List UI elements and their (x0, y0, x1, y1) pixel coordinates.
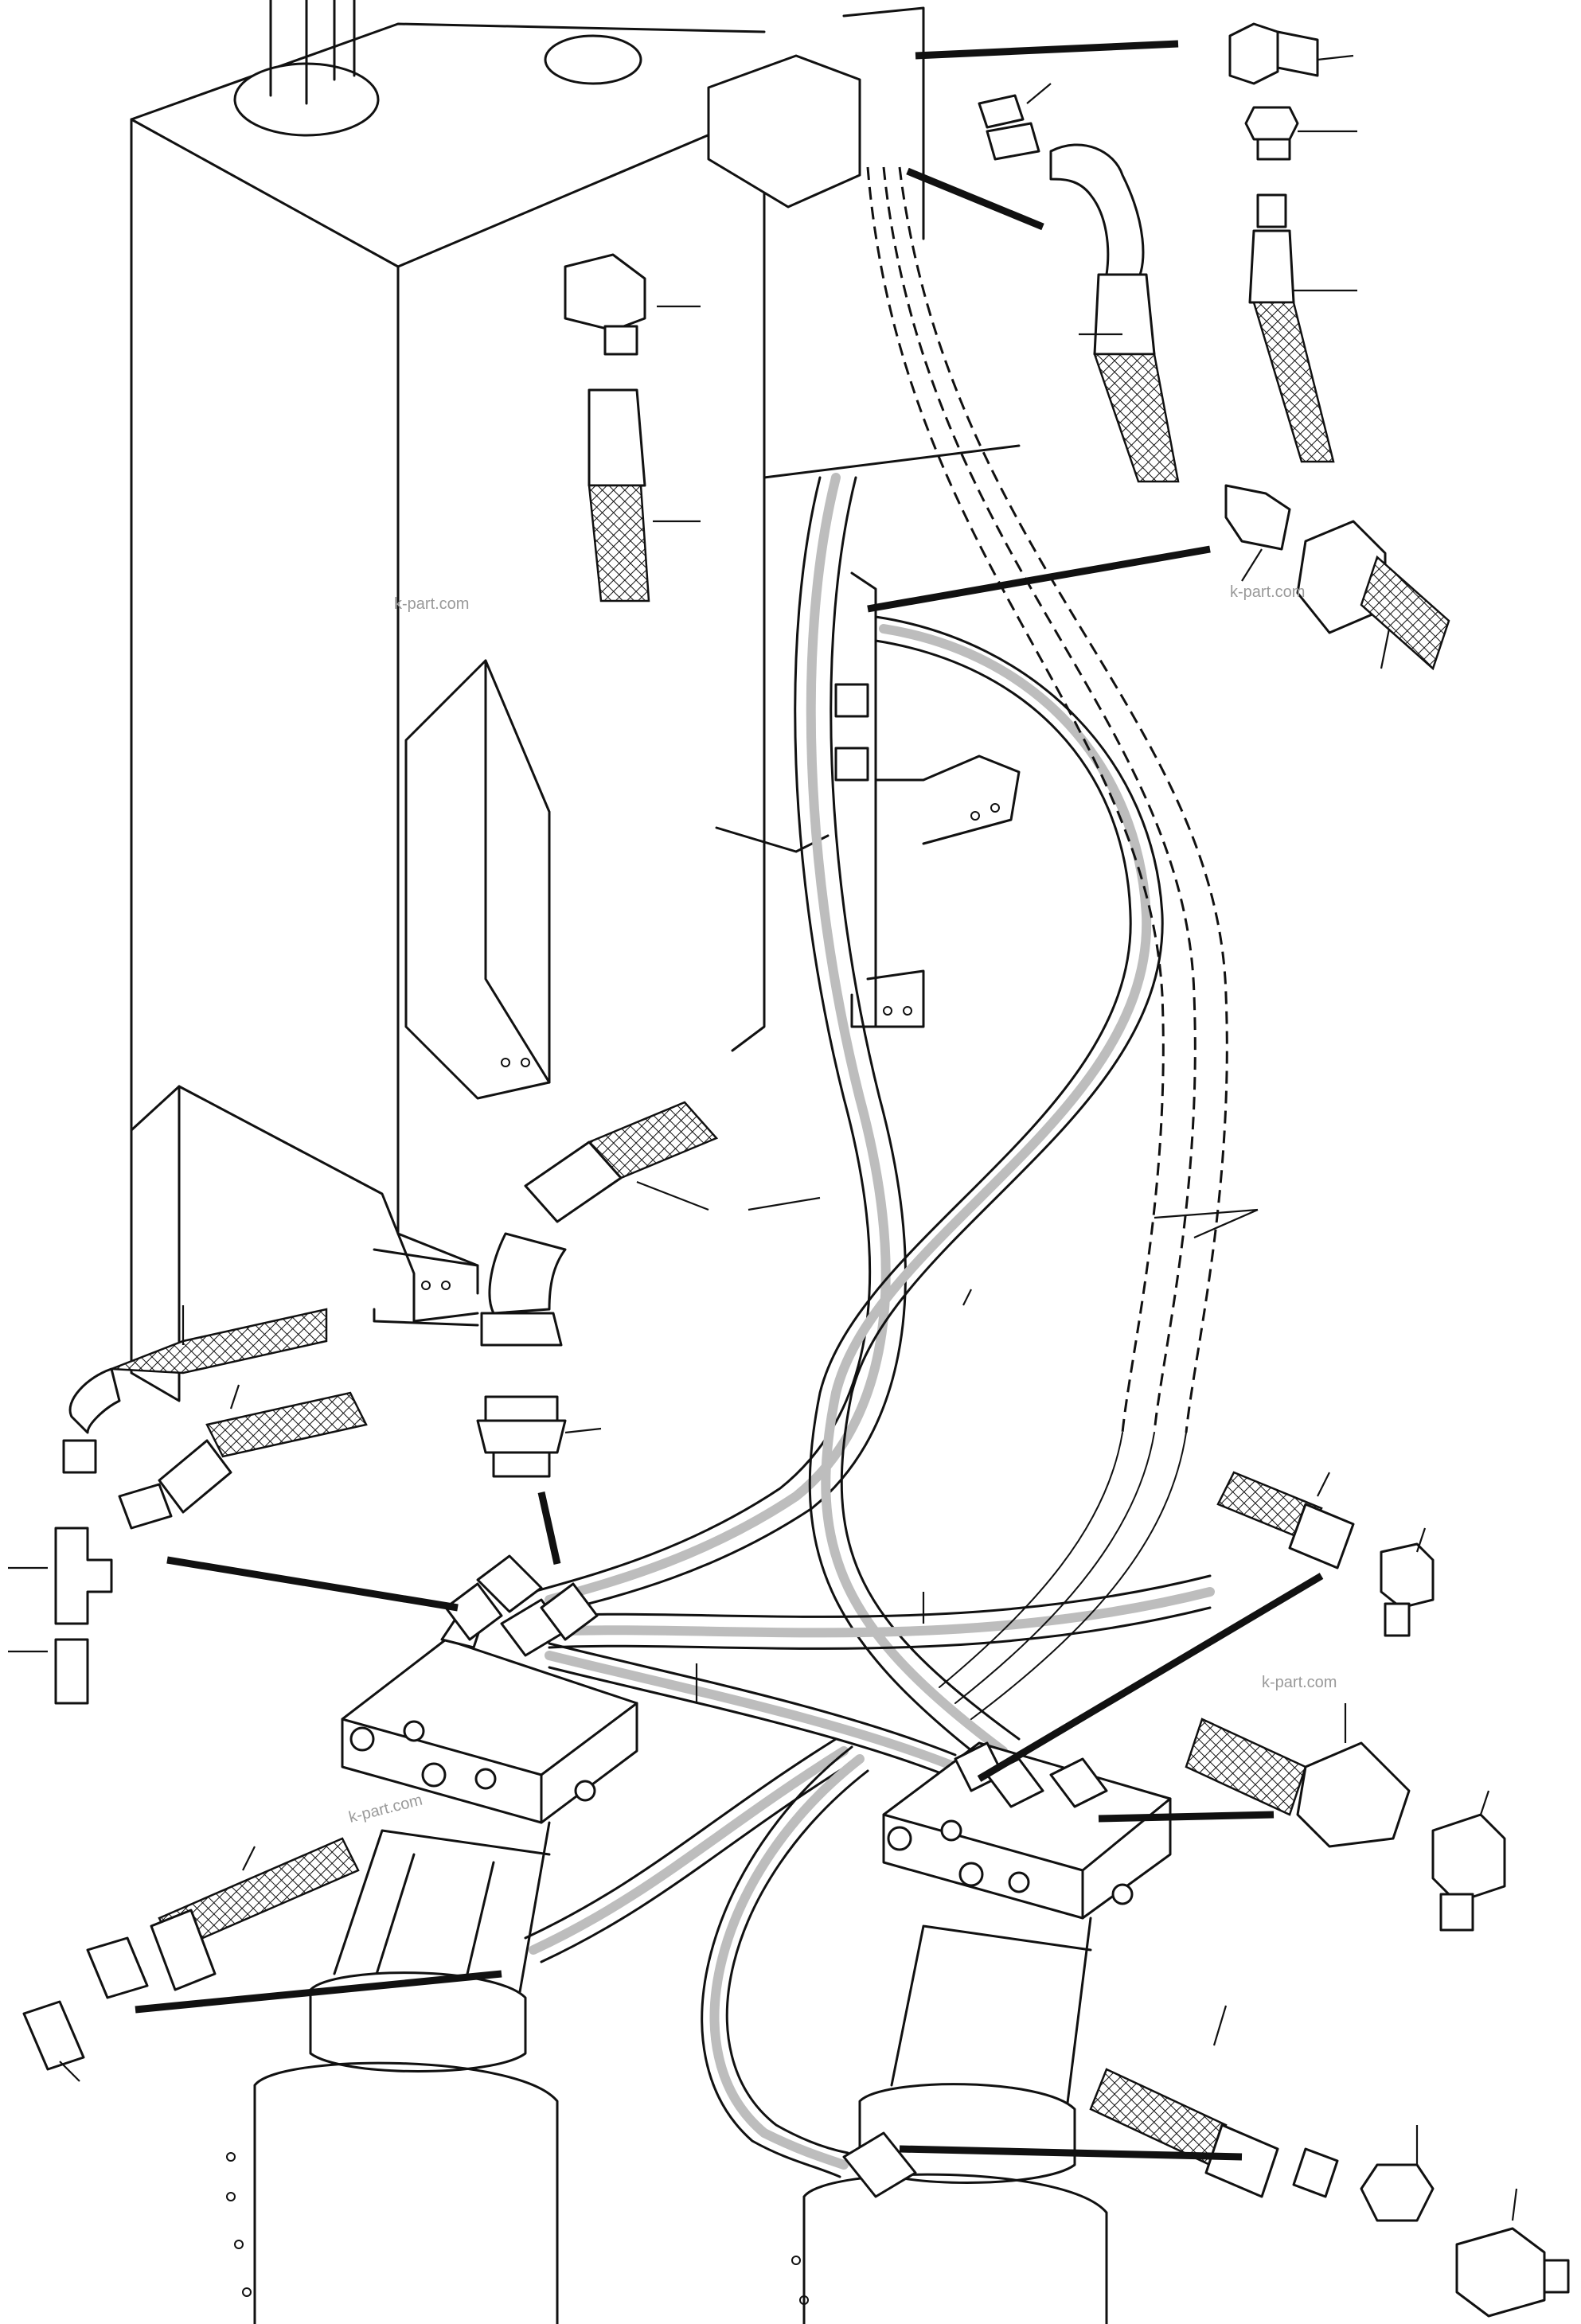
hose-lower-crossover (524, 1642, 960, 2178)
pilot-lines-dashed (866, 166, 1228, 1720)
leader-lines (135, 40, 1324, 2161)
hose-end-mid-right (1296, 520, 1450, 671)
elbow-fitting-right-middle-1 (1380, 1527, 1435, 1637)
nipple-left-lower (8, 1638, 89, 1705)
elbow-hose-end-top (1049, 143, 1180, 483)
adapter-left-bottom (22, 2000, 85, 2082)
nipple-right-bottom (1360, 2125, 1435, 2222)
hose-main-left (532, 473, 907, 1613)
hose-end-right-middle-1 (1216, 1471, 1355, 1569)
tee-fitting-right-bottom (1455, 2188, 1570, 2318)
motor-right (791, 1917, 1108, 2324)
hose-main-right (808, 615, 1164, 1764)
hose-end-left-middle (118, 1384, 368, 1530)
hose-end-left-bottom (86, 1837, 360, 1999)
hose-return (545, 1574, 1215, 1650)
nipple-mid-right (1224, 484, 1291, 582)
hose-end-top-right (1248, 193, 1357, 463)
elbow-fitting-upper-left (564, 253, 701, 356)
hose-end-upper-left (588, 388, 701, 602)
fittings-on-left-block (444, 1554, 599, 1657)
watermark: k-part.com (1230, 583, 1305, 601)
nut-fitting-top-right (1244, 106, 1357, 161)
watermark: k-part.com (347, 1792, 424, 1827)
motor-left (226, 1821, 559, 2324)
tee-fitting-left (8, 1527, 113, 1625)
watermark: k-part.com (394, 595, 469, 613)
adapter-lower-tank (476, 1395, 602, 1478)
elbow-fitting-right-middle-2 (1431, 1790, 1506, 1932)
straight-adapter-top (978, 83, 1052, 161)
elbow-fitting-top-right (1228, 22, 1354, 85)
elbow-hose-lower-tank (480, 1101, 719, 1347)
hose-end-left-upper (62, 1305, 328, 1474)
valve-block-left (341, 1614, 638, 1824)
hose-end-right-middle-2 (1185, 1703, 1411, 1848)
hose-end-right-bottom (1089, 2005, 1339, 2198)
watermark: k-part.com (1262, 1674, 1337, 1691)
hydraulic-tank (130, 0, 1021, 1402)
